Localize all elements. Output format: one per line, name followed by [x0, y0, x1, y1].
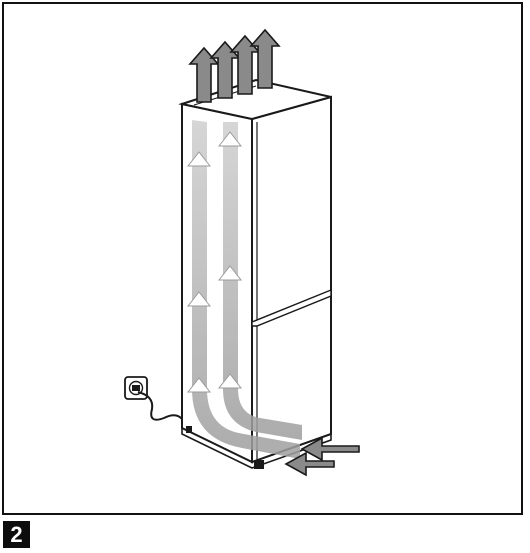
intake-arrows	[284, 436, 360, 477]
airflow-arrow-icon	[188, 46, 220, 103]
installation-illustration	[124, 28, 360, 477]
fridge-front-panel	[251, 95, 332, 464]
airflow-arrow-icon	[249, 28, 281, 89]
airflow-arrow-icon	[284, 451, 335, 477]
exhaust-arrows	[188, 28, 281, 103]
figure-frame	[2, 2, 523, 515]
figure-number-badge: 2	[3, 521, 30, 548]
power-cable	[137, 391, 183, 421]
wall-socket-icon	[124, 376, 148, 400]
airflow-arrow-icon	[300, 436, 360, 462]
door-split-line	[251, 288, 332, 327]
airflow-channels	[186, 120, 302, 459]
